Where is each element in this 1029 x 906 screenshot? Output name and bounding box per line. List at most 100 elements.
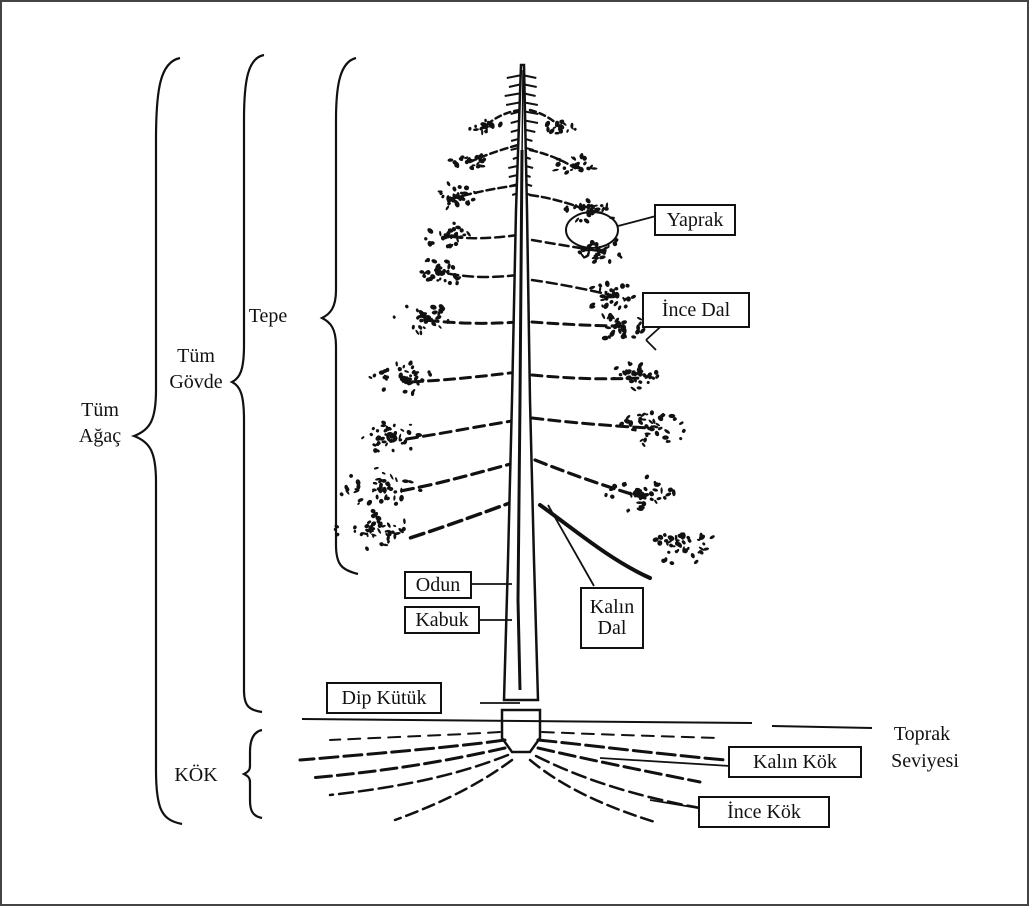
whole-tree-brace [134,58,182,824]
leaf-mark [371,426,375,431]
thick-root-label: Kalın Kök [728,746,862,778]
leaf-mark [339,492,344,497]
leaf-mark [431,258,438,264]
leaf-mark [403,518,406,524]
leaf-mark [431,310,438,315]
leaf-mark [585,197,592,204]
leaf-mark [389,473,394,480]
stump-shape [502,710,540,752]
leaf-mark [464,185,469,190]
leaf-mark [452,221,456,225]
leaf-mark [447,201,452,205]
leaf-mark [377,528,382,535]
leaf-mark [357,502,361,506]
leaf-mark [644,474,650,481]
leaf-mark [381,440,386,443]
leaf-mark [570,168,574,171]
leaf-mark [554,161,561,168]
leaf-mark [393,501,399,507]
fine-root-label: İnce Kök [698,796,830,828]
leaf-mark [393,524,397,527]
leaf-mark [656,497,662,501]
leaf-mark [668,543,673,548]
leaf-mark [663,533,668,538]
leaf-label: Yaprak [654,204,736,236]
leaf-mark [646,380,650,384]
leaf-mark [657,540,662,546]
leaf-mark [447,263,451,270]
leaf-mark [643,486,649,492]
leaf-mark [641,442,646,447]
leaf-mark [419,330,422,335]
leaf-mark [411,325,415,330]
leaf-mark [681,540,686,546]
leaf-mark [409,374,413,378]
leaf-mark [422,326,426,330]
leaf-mark [381,386,387,392]
leaf-mark [386,522,391,529]
leaf-mark [636,386,641,390]
leaf-mark [372,373,377,378]
whole-stem-label-line1: Tüm [177,345,215,367]
leaf-mark [679,437,683,441]
crown-label: Tepe [249,305,288,327]
leaf-mark [602,336,609,341]
leaf-mark [450,264,456,270]
leaf-mark [618,373,622,377]
leaf-mark [352,525,357,530]
leaf-mark [468,127,472,131]
leaf-mark [376,429,380,433]
right-branches [530,110,650,578]
leaf-mark [574,217,580,223]
leaf-mark [566,129,569,133]
leaf-mark [404,304,409,309]
leaf-mark [381,420,387,426]
leaf-mark [615,287,619,290]
leaf-mark [630,386,637,392]
leaf-mark [544,120,551,128]
leaf-mark [424,237,428,241]
leaf-mark [361,436,365,440]
leaf-mark [470,197,476,202]
leaf-mark [364,546,369,552]
leaf-mark [608,259,611,264]
twig-label: İnce Dal [642,292,750,328]
leaf-mark [578,218,583,223]
leaf-mark [393,423,397,427]
whole-stem-label-line2: Gövde [169,371,222,393]
leaf-mark [631,335,637,339]
leaf-mark [404,370,409,374]
leaf-mark [373,448,378,453]
leaf-mark [475,163,482,169]
leaf-mark [418,489,423,493]
leaf-mark [349,473,354,478]
leaf-mark [604,207,609,211]
leaf-mark [446,181,451,187]
root-brace [244,730,262,818]
soil-level-label-line1: Toprak [894,723,950,745]
leaf-mark [406,429,413,436]
leaf-mark [368,375,373,379]
left-branches [395,110,520,538]
leaf-mark [392,315,396,319]
leaf-mark [601,313,606,320]
leaf-mark [448,281,453,286]
leaf-mark [552,168,559,172]
leaf-mark [654,370,659,375]
leaf-mark [562,166,566,170]
leaf-mark [374,466,379,469]
leaf-mark [402,364,405,368]
leaf-mark [617,305,622,311]
leaf-mark [409,447,413,451]
leaf-mark [652,488,658,492]
leaf-mark [354,530,357,533]
leaf-mark [393,495,396,501]
leaf-mark [609,299,614,304]
leaf-mark [625,296,631,302]
leaf-mark [366,520,371,525]
leaf-mark [369,432,374,437]
leaf-mark [604,280,610,287]
leaf-mark [378,498,384,504]
leaf-mark [639,327,647,335]
leaf-mark [662,435,669,439]
